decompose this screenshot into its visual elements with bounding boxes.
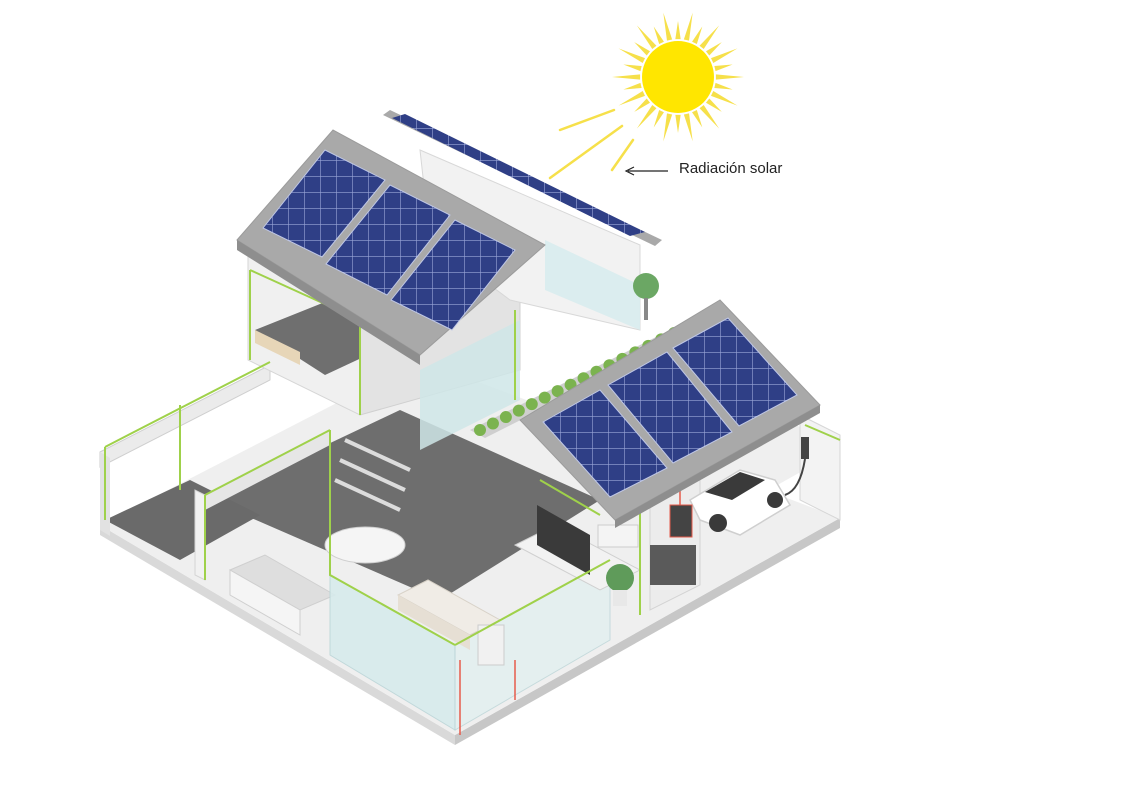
sofa bbox=[398, 595, 470, 650]
shrub bbox=[538, 391, 551, 404]
sun-ray bbox=[653, 109, 664, 128]
solar-panel bbox=[262, 149, 386, 258]
sun-ray bbox=[618, 91, 646, 106]
sun-ray bbox=[653, 26, 664, 45]
partition-wall bbox=[194, 489, 206, 581]
sun-ray bbox=[683, 113, 693, 142]
back-glass bbox=[545, 240, 640, 330]
sun-icon bbox=[612, 12, 744, 142]
electrical-wiring bbox=[104, 269, 841, 646]
sun-ray bbox=[636, 104, 657, 129]
sun-ray bbox=[710, 48, 738, 63]
sun-ray bbox=[710, 91, 738, 106]
sun-ray bbox=[675, 21, 681, 40]
sun-ray bbox=[714, 82, 733, 90]
sun-ray bbox=[663, 12, 673, 41]
garage-roof-edge bbox=[615, 405, 820, 528]
battery bbox=[650, 545, 696, 585]
solar-panel bbox=[672, 317, 798, 427]
inverter bbox=[669, 504, 693, 538]
plant bbox=[606, 564, 634, 592]
sun-ray bbox=[675, 114, 681, 133]
sun-ray bbox=[699, 25, 720, 50]
tree bbox=[633, 273, 659, 299]
arrow-left-icon bbox=[624, 166, 668, 176]
upper-glass bbox=[420, 320, 520, 450]
electric-car bbox=[689, 469, 792, 536]
sun-ray bbox=[612, 74, 641, 80]
sun-ray bbox=[618, 48, 646, 63]
shelves bbox=[334, 438, 411, 512]
shrub bbox=[525, 398, 538, 411]
main-roof-edge bbox=[237, 240, 420, 365]
shrub bbox=[551, 385, 564, 398]
ev-charger bbox=[801, 437, 809, 459]
sun-ray bbox=[683, 12, 693, 41]
shrub bbox=[486, 417, 499, 430]
sun-ray bbox=[636, 25, 657, 50]
ev-charger-cable bbox=[784, 458, 806, 496]
solar-panel bbox=[392, 114, 645, 236]
sun-ray bbox=[634, 42, 651, 56]
sun-ray bbox=[699, 104, 720, 129]
kitchen-counter bbox=[229, 569, 301, 636]
sun-ray bbox=[692, 109, 703, 128]
roofs bbox=[236, 110, 821, 528]
dining-table bbox=[324, 526, 406, 564]
sun-ray bbox=[634, 98, 651, 112]
sun-ray bbox=[714, 64, 733, 72]
partition-wall bbox=[205, 430, 330, 510]
floor-slab-left bbox=[100, 525, 455, 745]
living-room-floor bbox=[210, 410, 600, 600]
solar-panel bbox=[542, 389, 668, 498]
solar-panel bbox=[325, 184, 451, 296]
floor-slab-right bbox=[455, 518, 840, 745]
desk bbox=[255, 330, 300, 365]
tv bbox=[537, 505, 590, 575]
solar-ray bbox=[610, 138, 635, 172]
shrub bbox=[474, 424, 486, 436]
sun-ray bbox=[623, 64, 642, 72]
shrub bbox=[512, 404, 525, 417]
solar-panel bbox=[607, 351, 733, 464]
sun-ray bbox=[705, 98, 722, 112]
sun-ray bbox=[705, 42, 722, 56]
shrub bbox=[499, 411, 512, 424]
solar-radiation-label: Radiación solar bbox=[679, 160, 783, 177]
solar-ray bbox=[558, 108, 616, 132]
air-conditioner-unit bbox=[597, 524, 639, 548]
garage-wall-right bbox=[799, 414, 841, 521]
sun-ray bbox=[663, 113, 673, 142]
sun-ray bbox=[692, 26, 703, 45]
plant-pot bbox=[613, 590, 627, 606]
sun-ray bbox=[623, 82, 642, 90]
tree-trunk bbox=[644, 298, 648, 320]
solar-radiation-rays bbox=[548, 108, 635, 180]
sun-ray bbox=[715, 74, 744, 80]
solar-panel bbox=[390, 219, 516, 331]
solar-ray bbox=[548, 124, 624, 180]
